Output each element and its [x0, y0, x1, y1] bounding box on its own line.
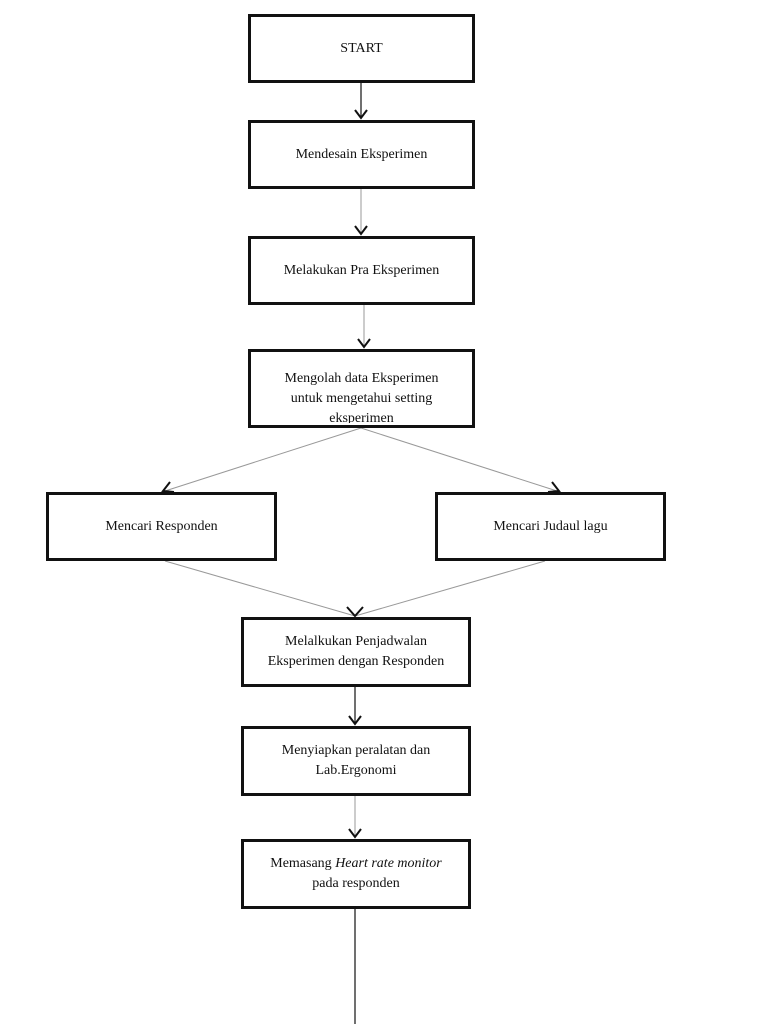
node-prepare-equipment: Menyiapkan peralatan dan Lab.Ergonomi [241, 726, 471, 796]
arrow-schedule-to-prepare [348, 686, 362, 726]
node-label: Melalkukan Penjadwalan [285, 634, 427, 649]
node-start: START [248, 14, 475, 83]
node-find-respondents: Mencari Responden [46, 492, 277, 561]
node-label: Eksperimen dengan Responden [267, 654, 445, 669]
node-label: Melakukan Pra Eksperimen [283, 262, 440, 278]
node-label: Menyiapkan peralatan dan [281, 743, 431, 758]
node-label-prefix: Memasang [270, 856, 336, 871]
node-label: Mengolah data Eksperimen [284, 371, 439, 386]
node-label: Mendesain Eksperimen [295, 146, 428, 162]
node-attach-hrm: Memasang Heart rate monitor pada respond… [241, 839, 471, 909]
arrow-design-to-pre [354, 188, 368, 236]
node-design: Mendesain Eksperimen [248, 120, 475, 189]
node-label: Lab.Ergonomi [315, 763, 397, 778]
node-label: Mencari Responden [105, 518, 218, 534]
node-label: START [340, 40, 383, 56]
arrow-songs-to-schedule [346, 560, 546, 618]
node-find-songs: Mencari Judaul lagu [435, 492, 666, 561]
arrow-pre-to-process [357, 304, 371, 349]
arrow-process-to-respondents [161, 427, 362, 493]
node-label: Mencari Judaul lagu [493, 518, 608, 534]
arrow-start-to-design [354, 82, 368, 120]
node-label: untuk mengetahui setting [290, 391, 433, 406]
node-process-data: Mengolah data Eksperimen untuk mengetahu… [248, 349, 475, 428]
node-pre-experiment: Melakukan Pra Eksperimen [248, 236, 475, 305]
node-label: pada responden [312, 876, 400, 891]
arrow-process-to-songs [360, 427, 561, 493]
arrow-respondents-to-schedule [164, 560, 356, 617]
node-label-italic: Heart rate monitor [335, 856, 442, 871]
node-label: eksperimen [329, 411, 394, 423]
node-label: Memasang Heart rate monitor [270, 854, 442, 874]
node-schedule: Melalkukan Penjadwalan Eksperimen dengan… [241, 617, 471, 687]
arrow-prepare-to-hrm [348, 795, 362, 839]
